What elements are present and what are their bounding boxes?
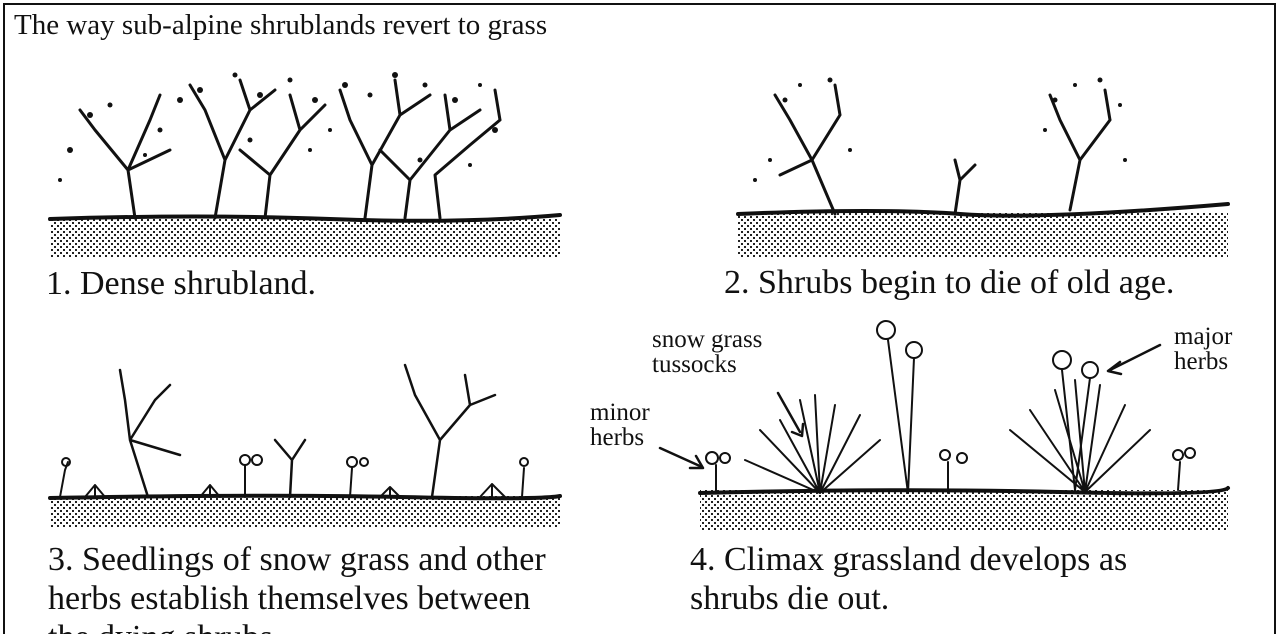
caption-panel-4: 4. Climax grassland develops as shrubs d… (690, 540, 1170, 618)
label-minor-herbs: minor herbs (590, 400, 670, 450)
dying-shrubs (120, 365, 495, 497)
foliage-sparse (753, 78, 1127, 183)
panel-3-illustration (50, 365, 560, 528)
soil-strip-1 (50, 218, 560, 258)
label-snow-grass-tussocks: snow grass tussocks (652, 327, 772, 377)
caption-panel-2: 2. Shrubs begin to die of old age. (724, 264, 1174, 301)
minor-herbs (706, 448, 1195, 493)
panel-2-illustration (738, 78, 1228, 259)
major-herbs (877, 321, 1098, 493)
caption-panel-1: 1. Dense shrubland. (46, 265, 316, 302)
soil-strip-3 (50, 496, 560, 528)
soil-strip-2 (738, 212, 1228, 258)
shrubs-dense (80, 80, 500, 218)
seedlings (60, 455, 528, 497)
shrubs-sparse (775, 85, 1110, 214)
label-major-herbs: major herbs (1174, 324, 1244, 374)
panel-1-illustration (50, 72, 560, 258)
soil-strip-4 (700, 490, 1228, 530)
caption-panel-3: 3. Seedlings of snow grass and other her… (48, 540, 568, 634)
